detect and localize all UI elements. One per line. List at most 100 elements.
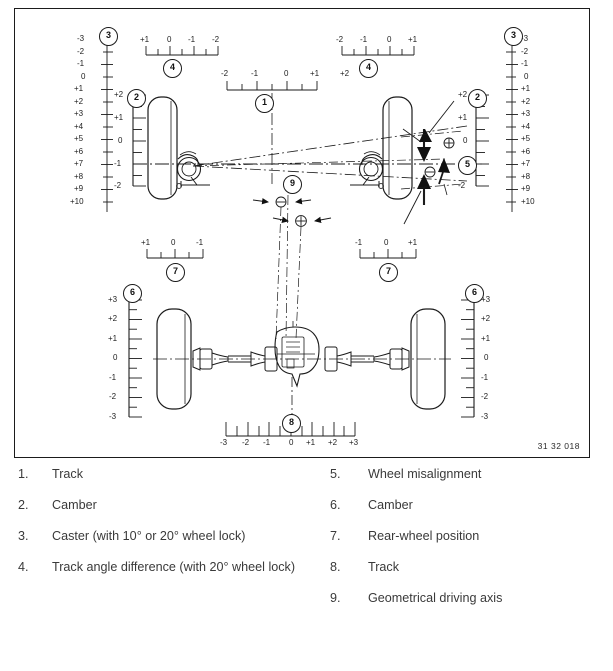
scale-tick-label: +2 bbox=[521, 96, 531, 106]
scale-tick-label: +3 bbox=[521, 109, 531, 118]
legend-item-number: 4. bbox=[18, 560, 29, 574]
scale-tick-label: -2 bbox=[336, 35, 344, 44]
scale-tick-label: -2 bbox=[242, 438, 250, 447]
scale-tick-label: -2 bbox=[481, 392, 489, 401]
scale-tick-label: 0 bbox=[284, 69, 289, 78]
legend-item-text: Camber bbox=[368, 498, 413, 512]
scale-tick-label: +7 bbox=[521, 159, 531, 168]
scale-tick-label: -2 bbox=[77, 46, 85, 56]
legend-item: 1. Track bbox=[18, 466, 318, 483]
scale-tick-label: -2 bbox=[114, 181, 122, 190]
scale-tick-label: 0 bbox=[463, 136, 468, 145]
scale-tick-label: +2 bbox=[108, 314, 118, 323]
legend-item: 5. Wheel misalignment bbox=[330, 466, 608, 483]
figure-frame: -3 -2 -1 0 +1 +2 +3 +4 +5 +6 +7 +8 +9 +1… bbox=[14, 8, 590, 458]
legend-column-right: 5. Wheel misalignment 6. Camber 7. Rear-… bbox=[330, 466, 608, 621]
callout-2-left: 2 bbox=[127, 89, 146, 108]
callout-4-right: 4 bbox=[359, 59, 378, 78]
scale-tick-label: -1 bbox=[114, 159, 122, 168]
scale-tick-label: +1 bbox=[114, 113, 124, 122]
scale-tick-label: -2 bbox=[109, 392, 117, 401]
scale-tick-label: +1 bbox=[310, 69, 320, 78]
scale-tick-label: +8 bbox=[521, 171, 531, 181]
legend-item: 3. Caster (with 10° or 20° wheel lock) bbox=[18, 528, 318, 545]
legend-item-text: Track bbox=[368, 560, 400, 574]
callout-1-center: 1 bbox=[255, 94, 274, 113]
callout-7-right: 7 bbox=[379, 263, 398, 282]
legend-item-number: 1. bbox=[18, 467, 29, 481]
legend-item-text: Track bbox=[52, 467, 84, 481]
callout-8: 8 bbox=[282, 414, 301, 433]
scale-tick-label: -1 bbox=[77, 59, 85, 68]
legend-item: 6. Camber bbox=[330, 497, 608, 514]
scale-tick-label: 0 bbox=[81, 71, 86, 81]
legend-item-number: 9. bbox=[330, 591, 341, 605]
legend-item-number: 8. bbox=[330, 560, 341, 574]
scale-tick-label: -2 bbox=[458, 181, 466, 190]
scale-tick-label: +1 bbox=[74, 84, 84, 93]
scale-tick-label: -1 bbox=[481, 373, 489, 382]
scale-tick-label: -1 bbox=[196, 238, 204, 247]
scale-tick-label: +4 bbox=[74, 121, 84, 131]
scale-tick-label: +7 bbox=[74, 159, 84, 168]
scale-tick-label: 0 bbox=[387, 35, 392, 44]
scale-tick-label: +6 bbox=[521, 146, 531, 156]
scale-tick-label: -1 bbox=[109, 373, 117, 382]
scale-tick-label: +3 bbox=[74, 109, 84, 118]
legend-item-text: Track angle difference (with 20° wheel l… bbox=[52, 560, 296, 574]
figure-reference-number: 31 32 018 bbox=[537, 441, 580, 451]
callout-7-left: 7 bbox=[166, 263, 185, 282]
legend-item-number: 7. bbox=[330, 529, 341, 543]
legend-item: 8. Track bbox=[330, 559, 608, 576]
scale-tick-label: +2 bbox=[74, 96, 84, 106]
scale-tick-label: +3 bbox=[349, 438, 359, 447]
scale-tick-label: -1 bbox=[251, 69, 259, 78]
scale-tick-label: -2 bbox=[212, 35, 220, 44]
scale-tick-label: -2 bbox=[521, 46, 529, 56]
scale-tick-label: +3 bbox=[108, 295, 118, 304]
scale-tick-label: -1 bbox=[188, 35, 196, 44]
scale-tick-label: +2 bbox=[340, 69, 350, 78]
alignment-diagram-svg bbox=[101, 37, 518, 437]
scale-tick-label: -1 bbox=[360, 35, 368, 44]
scale-tick-label: -1 bbox=[521, 59, 529, 68]
legend-item-number: 5. bbox=[330, 467, 341, 481]
callout-6-left: 6 bbox=[123, 284, 142, 303]
scale-tick-label: +9 bbox=[74, 184, 84, 193]
scale-tick-label: +2 bbox=[481, 314, 491, 323]
legend-item-text: Wheel misalignment bbox=[368, 467, 482, 481]
scale-tick-label: +3 bbox=[481, 295, 491, 304]
legend-item: 9. Geometrical driving axis bbox=[330, 590, 608, 607]
scale-tick-label: 0 bbox=[289, 438, 294, 447]
scale-tick-label: +5 bbox=[74, 134, 84, 143]
scale-tick-label: +1 bbox=[458, 113, 468, 122]
scale-tick-label: +2 bbox=[328, 438, 338, 447]
legend-item-text: Camber bbox=[52, 498, 97, 512]
callout-2-right: 2 bbox=[468, 89, 487, 108]
scale-tick-label: -3 bbox=[220, 438, 228, 447]
scale-tick-label: +9 bbox=[521, 184, 531, 193]
scale-tick-label: +10 bbox=[70, 196, 84, 206]
figure-canvas: -3 -2 -1 0 +1 +2 +3 +4 +5 +6 +7 +8 +9 +1… bbox=[15, 9, 589, 457]
scale-tick-label: +1 bbox=[140, 35, 150, 44]
legend-item: 7. Rear-wheel position bbox=[330, 528, 608, 545]
scale-tick-label: +1 bbox=[481, 334, 491, 343]
scale-tick-label: +1 bbox=[408, 238, 418, 247]
scale-tick-label: 0 bbox=[384, 238, 389, 247]
scale-tick-label: 0 bbox=[171, 238, 176, 247]
scale-tick-label: 0 bbox=[118, 136, 123, 145]
callout-6-right: 6 bbox=[465, 284, 484, 303]
scale-tick-label: -3 bbox=[521, 34, 529, 43]
scale-tick-label: +6 bbox=[74, 146, 84, 156]
legend-item: 2. Camber bbox=[18, 497, 318, 514]
scale-tick-label: -2 bbox=[221, 69, 229, 78]
callout-3-left: 3 bbox=[99, 27, 118, 46]
scale-tick-label: -3 bbox=[481, 412, 489, 421]
scale-tick-label: -3 bbox=[109, 412, 117, 421]
scale-tick-label: +5 bbox=[521, 134, 531, 143]
scale-tick-label: -3 bbox=[77, 34, 85, 43]
callout-4-left: 4 bbox=[163, 59, 182, 78]
scale-tick-label: 0 bbox=[524, 71, 529, 81]
scale-tick-label: +1 bbox=[141, 238, 151, 247]
